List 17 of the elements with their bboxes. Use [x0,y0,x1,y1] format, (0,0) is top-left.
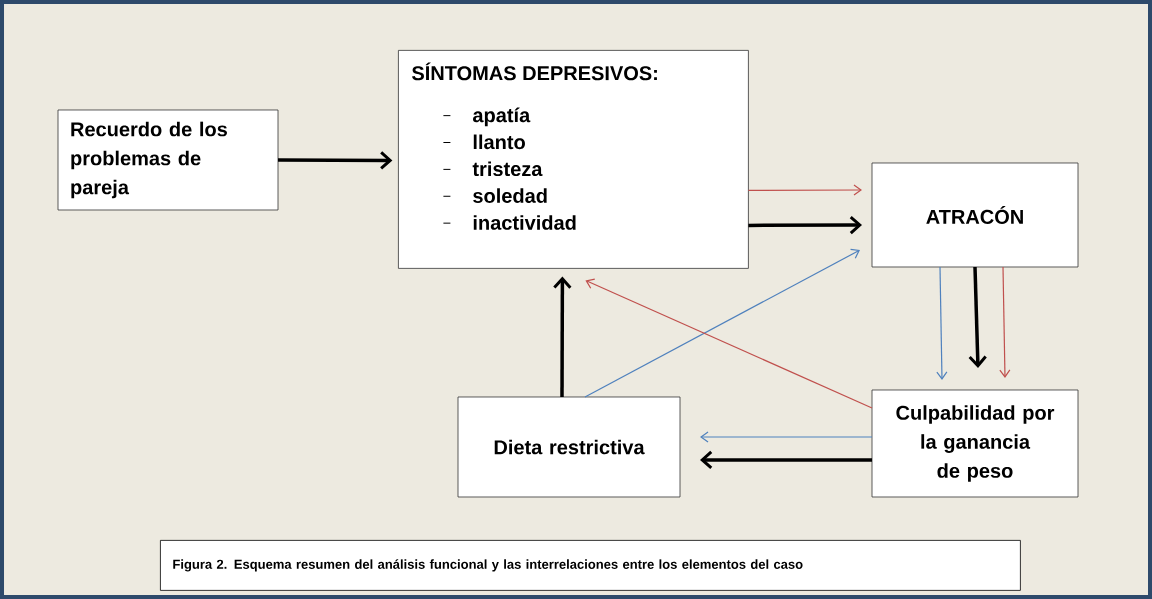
process-box: ATRACÓN [871,162,1079,268]
arrow [936,266,948,380]
process-box: SÍNTOMAS DEPRESIVOS: apatía llanto tristeza soledad inactividad [398,50,749,269]
arrow [748,215,862,235]
arrow [584,248,860,398]
arrow [553,276,572,397]
arrow [700,431,873,443]
arrow [968,266,987,368]
process-box: Culpabilidad por la ganancia de peso [871,389,1079,498]
arrow [585,278,873,409]
arrow [747,184,862,196]
arrow [999,266,1011,378]
process-box: Recuerdo de los problemas de pareja [57,109,279,211]
arrow [700,450,872,470]
process-box: Dieta restrictiva [457,396,681,498]
arrow [278,151,393,170]
caption-box: Figura 2. Esquema resumen del análisis funcional y las interrelaciones entre los elementos del caso [160,540,1021,591]
